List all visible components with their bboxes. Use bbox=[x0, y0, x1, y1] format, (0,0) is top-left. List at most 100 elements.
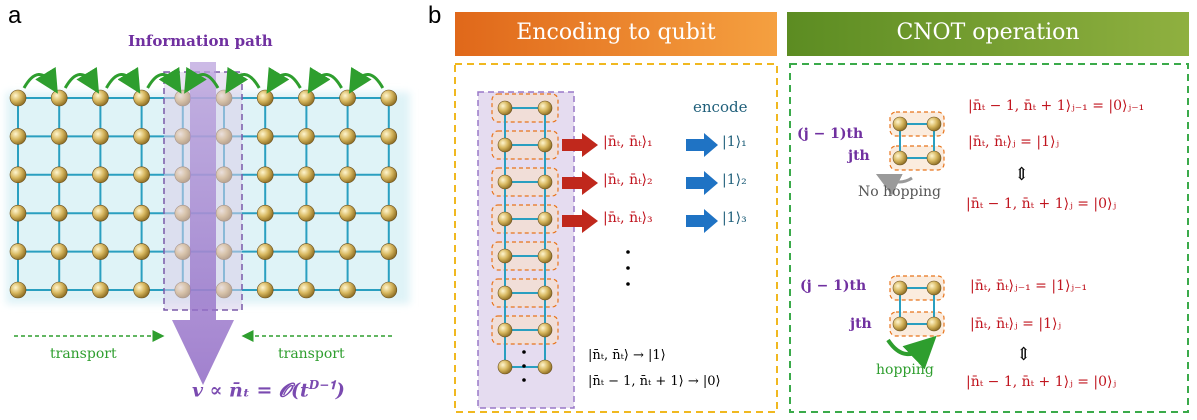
plaquette-site bbox=[892, 280, 908, 296]
cnot-top-arrow: ⇕ bbox=[1014, 164, 1030, 185]
lattice-site bbox=[92, 166, 109, 184]
cnot-bottom-row2-label: jth bbox=[850, 316, 872, 332]
qubit-1: |1⟩₁ bbox=[722, 134, 747, 150]
lattice-site bbox=[256, 204, 274, 222]
lattice-site bbox=[9, 128, 27, 145]
cnot-top-eq3: |n̄ₜ − 1, n̄ₜ + 1⟩ⱼ = |0⟩ⱼ bbox=[966, 196, 1117, 212]
cnot-title: CNOT operation bbox=[896, 20, 1080, 45]
lattice-site bbox=[50, 166, 68, 184]
panel-b-cnot bbox=[787, 12, 1189, 413]
encode-label: encode bbox=[693, 98, 748, 116]
cnot-bottom-eq2: |n̄ₜ, n̄ₜ⟩ⱼ = |1⟩ⱼ bbox=[970, 316, 1062, 332]
red-arrow bbox=[562, 171, 598, 195]
lattice-site bbox=[298, 166, 315, 184]
lattice-site bbox=[9, 281, 27, 299]
ladder-site bbox=[497, 248, 513, 264]
encoding-rule-1: |n̄ₜ, n̄ₜ⟩ → |1⟩ bbox=[588, 348, 666, 363]
cnot-top-eq1: |n̄ₜ − 1, n̄ₜ + 1⟩ⱼ₋₁ = |0⟩ⱼ₋₁ bbox=[968, 98, 1145, 114]
lattice-site bbox=[339, 166, 356, 184]
ladder-site bbox=[537, 359, 553, 375]
no-hopping-arrow bbox=[875, 173, 913, 196]
lattice-site bbox=[92, 204, 109, 222]
hopping-arcs bbox=[22, 66, 385, 94]
ladder-site bbox=[537, 211, 553, 227]
lattice-site bbox=[9, 204, 27, 222]
information-path-label: Information path bbox=[128, 32, 273, 50]
panel-letter-b: b bbox=[428, 2, 442, 29]
encoding-ladder bbox=[491, 93, 630, 382]
lattice-site bbox=[9, 89, 27, 107]
lattice-a bbox=[9, 89, 398, 299]
ellipsis-dot bbox=[626, 266, 630, 270]
blue-arrow bbox=[686, 209, 718, 233]
ladder-site bbox=[537, 322, 553, 338]
hopping-arc bbox=[63, 66, 100, 94]
lattice-site bbox=[339, 204, 356, 222]
hopping-arc bbox=[105, 66, 141, 94]
cnot-bottom-eq3: |n̄ₜ − 1, n̄ₜ + 1⟩ⱼ = |0⟩ⱼ bbox=[966, 374, 1117, 390]
red-arrow bbox=[562, 209, 598, 233]
transport-label-right: transport bbox=[278, 346, 345, 362]
ladder-site bbox=[537, 100, 553, 116]
hopping-arc bbox=[22, 66, 58, 94]
lattice-site bbox=[339, 128, 356, 145]
encoded-state-3: |n̄ₜ, n̄ₜ⟩₃ bbox=[603, 210, 653, 226]
ladder-site bbox=[497, 285, 513, 301]
lattice-site bbox=[50, 243, 68, 260]
encoding-arrows bbox=[562, 133, 718, 233]
encoded-state-2: |n̄ₜ, n̄ₜ⟩₂ bbox=[603, 172, 653, 188]
lattice-site bbox=[256, 166, 274, 184]
encoded-state-1: |n̄ₜ, n̄ₜ⟩₁ bbox=[603, 134, 653, 150]
encoding-title-bar bbox=[455, 12, 777, 56]
encoding-frame bbox=[454, 63, 778, 413]
lattice-site bbox=[92, 89, 109, 107]
blue-arrow bbox=[686, 171, 718, 195]
lattice-site bbox=[298, 204, 315, 222]
hopping-arc bbox=[225, 66, 261, 94]
hopping-arc bbox=[146, 66, 182, 94]
blue-arrow bbox=[686, 133, 718, 157]
lattice-site bbox=[256, 89, 274, 107]
red-arrow bbox=[562, 133, 598, 157]
velocity-formula: 𝒗 ∝ n̄ₜ = 𝓞(𝒕𝑫−𝟏) bbox=[192, 378, 345, 401]
lattice-site bbox=[380, 281, 398, 299]
panel-letter-a: a bbox=[8, 2, 22, 29]
cnot-bottom-plaquettes bbox=[889, 275, 945, 337]
lattice-site bbox=[339, 281, 356, 299]
ladder-site bbox=[497, 211, 513, 227]
ellipsis-dot bbox=[626, 250, 630, 254]
lattice-site bbox=[339, 89, 356, 107]
hopping-arc bbox=[348, 66, 385, 94]
plaquette-site bbox=[926, 316, 942, 332]
ladder-site bbox=[537, 174, 553, 190]
lattice-site bbox=[298, 128, 315, 145]
cnot-top-eq2: |n̄ₜ, n̄ₜ⟩ⱼ = |1⟩ⱼ bbox=[968, 134, 1060, 150]
lattice-site bbox=[92, 243, 109, 260]
plaquette-site bbox=[926, 280, 942, 296]
cnot-top-plaquettes bbox=[889, 111, 945, 171]
ellipsis-dot bbox=[522, 364, 526, 368]
qubit-2: |1⟩₂ bbox=[722, 172, 747, 188]
lattice-site bbox=[9, 243, 27, 260]
lattice-site bbox=[50, 204, 68, 222]
lattice-site bbox=[9, 166, 27, 184]
velocity-formula-main: 𝒗 ∝ n̄ₜ = 𝓞(𝒕 bbox=[192, 379, 309, 402]
lattice-site bbox=[339, 243, 356, 260]
lattice-site bbox=[256, 128, 274, 145]
no-hopping-label: No hopping bbox=[858, 184, 941, 200]
plaquette-site bbox=[892, 150, 908, 166]
plaquette-site bbox=[926, 116, 942, 132]
cnot-top-row2-label: jth bbox=[848, 148, 870, 164]
lattice-site bbox=[92, 281, 109, 299]
ladder-site bbox=[497, 359, 513, 375]
qubit-3: |1⟩₃ bbox=[722, 210, 747, 226]
transport-label-left: transport bbox=[50, 346, 117, 362]
lattice-site bbox=[133, 243, 150, 260]
cnot-title-bar bbox=[787, 12, 1189, 56]
lattice-site bbox=[256, 243, 274, 260]
cnot-bottom-arrow: ⇕ bbox=[1016, 344, 1032, 365]
lattice-site bbox=[298, 281, 315, 299]
hopping-arc bbox=[307, 66, 343, 94]
ellipsis-dot bbox=[626, 282, 630, 286]
